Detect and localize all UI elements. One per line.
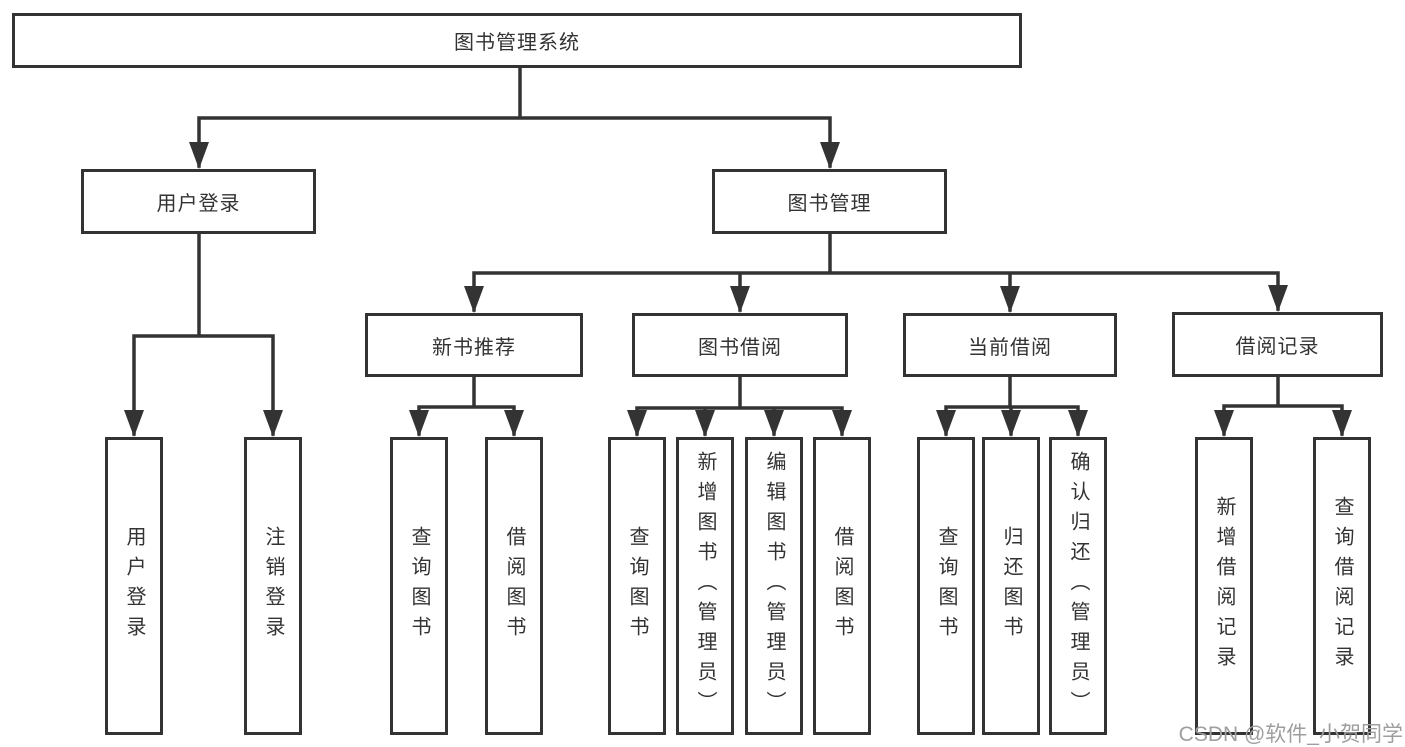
- arrowhead-icon: [409, 410, 429, 437]
- arrowhead-icon: [936, 410, 956, 437]
- leaf-query-borrow-record-label: 查询借阅记录: [1331, 496, 1353, 676]
- arrowhead-icon: [695, 410, 715, 437]
- arrowhead-icon: [124, 410, 144, 437]
- leaf-borrow-books-rec: 借阅图书: [485, 437, 543, 735]
- leaf-borrow-books-label: 借阅图书: [831, 526, 853, 646]
- node-book-borrow-label: 图书借阅: [698, 336, 782, 359]
- leaf-logout: 注销登录: [244, 437, 302, 735]
- node-new-book-rec-label: 新书推荐: [432, 336, 516, 359]
- leaf-confirm-return-admin-label: 确认归还（管理员）: [1067, 451, 1089, 721]
- connector-user-login-children: [132, 231, 275, 436]
- node-borrow-records-label: 借阅记录: [1235, 336, 1320, 358]
- leaf-add-borrow-record-label: 新增借阅记录: [1213, 496, 1235, 676]
- node-root-system: 图书管理系统: [12, 13, 1022, 68]
- arrowhead-icon: [764, 410, 784, 437]
- node-book-mgmt-label: 图书管理: [787, 193, 872, 215]
- arrowhead-icon: [1268, 285, 1288, 312]
- leaf-query-books-rec-label: 查询图书: [408, 526, 430, 646]
- arrowhead-icon: [464, 286, 484, 313]
- leaf-confirm-return-admin: 确认归还（管理员）: [1049, 437, 1107, 735]
- node-new-book-rec: 新书推荐: [365, 313, 583, 377]
- arrowhead-icon: [1214, 410, 1234, 437]
- leaf-return-books-label: 归还图书: [1000, 526, 1022, 646]
- leaf-add-books-admin-label: 新增图书（管理员）: [694, 451, 716, 721]
- arrowhead-icons: [124, 142, 1352, 437]
- leaf-query-books-rec: 查询图书: [390, 437, 448, 735]
- connector-paths: [132, 66, 1344, 436]
- leaf-add-borrow-record: 新增借阅记录: [1195, 437, 1253, 735]
- leaf-logout-label: 注销登录: [262, 526, 284, 646]
- node-borrow-records: 借阅记录: [1172, 312, 1383, 377]
- arrowhead-icon: [1001, 410, 1021, 437]
- leaf-query-books-borrow-label: 查询图书: [626, 526, 648, 646]
- node-current-borrow-label: 当前借阅: [968, 336, 1052, 359]
- leaf-query-borrow-record: 查询借阅记录: [1313, 437, 1371, 735]
- leaf-query-books-borrow: 查询图书: [608, 437, 666, 735]
- node-book-borrow: 图书借阅: [632, 313, 848, 377]
- arrowhead-icon: [189, 142, 209, 169]
- arrowhead-icon: [820, 142, 840, 169]
- arrowhead-icon: [730, 286, 750, 313]
- node-root-label: 图书管理系统: [454, 32, 580, 54]
- leaf-query-books-current-label: 查询图书: [935, 526, 957, 646]
- arrowhead-icon: [832, 410, 852, 437]
- node-user-login-label: 用户登录: [156, 193, 241, 215]
- node-current-borrow: 当前借阅: [903, 313, 1117, 377]
- leaf-return-books: 归还图书: [982, 437, 1040, 735]
- leaf-borrow-books: 借阅图书: [813, 437, 871, 735]
- arrowhead-icon: [263, 410, 283, 437]
- leaf-edit-books-admin-label: 编辑图书（管理员）: [763, 451, 785, 721]
- connector-root-to-level1: [197, 66, 832, 168]
- arrowhead-icon: [1000, 286, 1020, 313]
- leaf-add-books-admin: 新增图书（管理员）: [676, 437, 734, 735]
- leaf-user-login: 用户登录: [105, 437, 163, 735]
- connector-borrow-records-children: [1222, 375, 1344, 436]
- leaf-borrow-books-rec-label: 借阅图书: [503, 526, 525, 646]
- leaf-user-login-label: 用户登录: [123, 526, 145, 646]
- connector-new-book-rec-children: [417, 375, 516, 436]
- connector-book-borrow-children: [635, 375, 844, 436]
- watermark-text: CSDN @软件_小贺同学: [1178, 723, 1403, 746]
- arrowhead-icon: [627, 410, 647, 437]
- node-user-login: 用户登录: [81, 169, 316, 234]
- arrowhead-icon: [1332, 410, 1352, 437]
- node-book-mgmt: 图书管理: [712, 169, 947, 234]
- arrowhead-icon: [504, 410, 524, 437]
- leaf-edit-books-admin: 编辑图书（管理员）: [745, 437, 803, 735]
- leaf-query-books-current: 查询图书: [917, 437, 975, 735]
- connector-book-mgmt-to-level2: [472, 231, 1280, 312]
- arrowhead-icon: [1068, 410, 1088, 437]
